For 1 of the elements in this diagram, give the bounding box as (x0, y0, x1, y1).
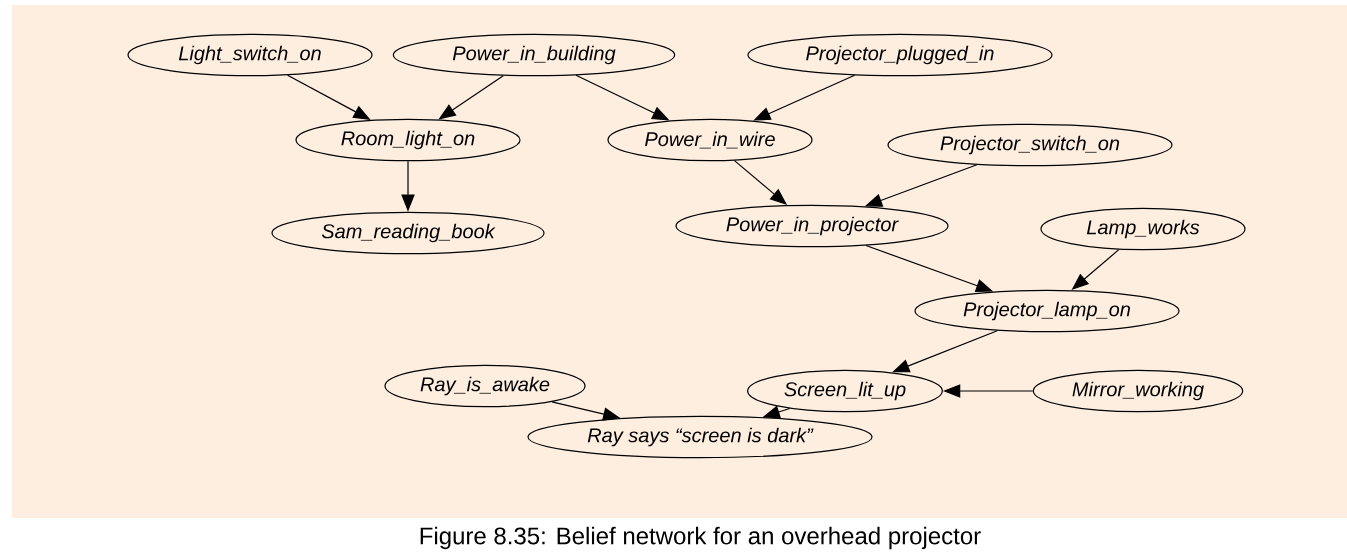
caption: Figure 8.35: Belief network for an overhead projector (420, 526, 981, 550)
